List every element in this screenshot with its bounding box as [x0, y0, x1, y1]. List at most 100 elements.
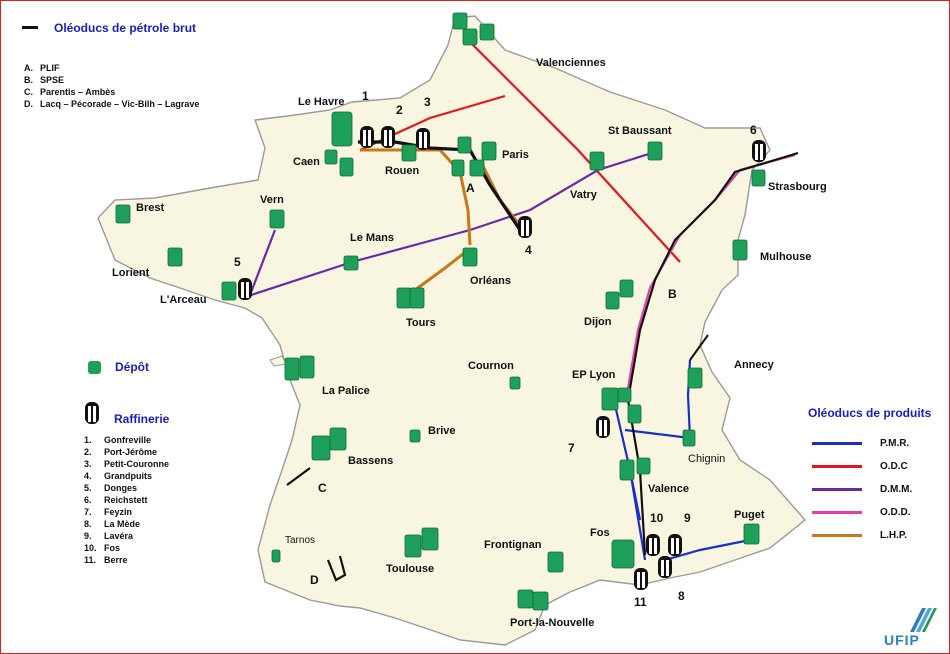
city-label: Tours — [406, 317, 436, 329]
city-label: L'Arceau — [160, 294, 207, 306]
refinery-icon — [360, 126, 374, 148]
list-item: 5.Donges — [84, 483, 138, 493]
legend-swatch — [812, 442, 862, 445]
legend-label: D.M.M. — [880, 484, 913, 495]
legend-label: O.D.C — [880, 461, 908, 472]
list-item: 8.La Mède — [84, 519, 141, 529]
ufip-logo-mark — [910, 608, 937, 632]
depot-icon — [619, 279, 634, 298]
depot-icon — [611, 539, 635, 569]
refinery-icon — [518, 216, 532, 238]
list-item: 3.Petit-Couronne — [84, 459, 169, 469]
list-item: C.Parentis – Ambès — [24, 87, 116, 97]
depot-icon — [601, 387, 619, 411]
refinery-number: 1 — [362, 89, 369, 103]
depot-icon — [743, 523, 760, 545]
depot-icon — [517, 589, 534, 609]
depot-icon — [605, 291, 620, 310]
depot-legend-label: Dépôt — [115, 360, 149, 374]
depot-icon — [421, 527, 439, 551]
pipeline-dmm — [241, 150, 656, 300]
city-label: St Baussant — [608, 125, 672, 137]
city-label: Annecy — [734, 359, 775, 371]
list-item: 11.Berre — [84, 555, 128, 565]
legend-swatch — [812, 511, 862, 514]
pipeline-odc — [469, 41, 681, 263]
city-label: Fos — [590, 527, 610, 539]
depot-icon — [221, 281, 237, 301]
city-label: Valenciennes — [536, 57, 606, 69]
refinery-icon — [752, 140, 766, 162]
list-item: 2.Port-Jérôme — [84, 447, 158, 457]
city-label: Caen — [293, 156, 320, 168]
legend-entry-pmr: P.M.R. — [812, 432, 912, 455]
crude-legend-list: A.PLIF B.SPSE C.Parentis – Ambès D.Lacq … — [24, 62, 199, 110]
depot-legend: Dépôt — [88, 360, 149, 374]
depot-icon — [751, 169, 766, 187]
depot-icon — [682, 429, 696, 447]
ufip-logo-text: UFIP — [884, 632, 920, 648]
depot-icon — [589, 151, 605, 171]
depot-icon — [619, 459, 635, 481]
depot-icon — [532, 591, 549, 611]
refinery-icon — [381, 126, 395, 148]
city-label: Orléans — [470, 275, 511, 287]
city-label: Vern — [260, 194, 284, 206]
depot-icon — [409, 429, 421, 443]
depot-icon — [451, 159, 465, 177]
refinery-number: 6 — [750, 123, 757, 137]
city-label: Port-la-Nouvelle — [510, 617, 594, 629]
refinery-numbers: 1 2 3 4 5 6 7 8 9 10 11 — [234, 89, 757, 609]
refinery-legend-title: Raffinerie — [114, 412, 170, 426]
legend-label: O.D.D. — [880, 507, 911, 518]
pipeline-pmr-3 — [664, 538, 751, 562]
depot-icon — [627, 404, 642, 424]
refinery-icon — [634, 568, 648, 590]
legend-label: P.M.R. — [880, 438, 910, 449]
refinery-number: 10 — [650, 511, 664, 525]
list-item: 10.Fos — [84, 543, 121, 553]
depot-icon — [479, 23, 495, 41]
depot-icon — [329, 427, 347, 451]
depot-icon — [299, 355, 315, 379]
pipeline-lacq — [326, 555, 347, 582]
refinery-icon — [416, 128, 430, 150]
refineries — [238, 126, 766, 590]
refinery-icon — [596, 416, 610, 438]
city-label: Lorient — [112, 267, 150, 279]
city-label: Toulouse — [386, 563, 434, 575]
depot-icon — [462, 247, 478, 267]
pipeline-dmm-vern — [248, 229, 277, 296]
city-label: Dijon — [584, 316, 612, 328]
list-item: 1.Gonfreville — [84, 435, 152, 445]
depot-icon — [617, 387, 632, 403]
depot-icon — [509, 376, 521, 390]
pipeline-lhp-south — [414, 248, 469, 292]
depot-icon — [457, 136, 472, 154]
pipeline-letter: A — [466, 181, 475, 195]
pipeline-spse — [626, 151, 799, 556]
refinery-icon — [85, 402, 99, 424]
list-item: B.SPSE — [24, 75, 65, 85]
refinery-icon — [238, 278, 252, 300]
refinery-number: 8 — [678, 589, 685, 603]
legend-entry-odd: O.D.D. — [812, 501, 912, 524]
legend-entry-odc: O.D.C — [812, 455, 912, 478]
city-label: Paris — [502, 149, 529, 161]
depots — [115, 12, 766, 611]
products-legend: P.M.R. O.D.C D.M.M. O.D.D. L.H.P. — [812, 432, 912, 547]
refinery-number: 5 — [234, 255, 241, 269]
list-item: A.PLIF — [24, 63, 60, 73]
list-item: 4.Grandpuits — [84, 471, 153, 481]
depot-icon — [284, 357, 300, 381]
depot-icon — [88, 360, 101, 374]
depot-icon — [396, 287, 412, 309]
refinery-icon — [658, 556, 672, 578]
city-label: Puget — [734, 509, 765, 521]
list-item: D.Lacq – Pécorade – Vic-Bilh – Lagrave — [24, 99, 200, 109]
pipeline-parentis — [286, 467, 311, 486]
depot-icon — [687, 367, 703, 389]
crude-line-swatch — [22, 26, 38, 29]
city-label: Valence — [648, 483, 689, 495]
